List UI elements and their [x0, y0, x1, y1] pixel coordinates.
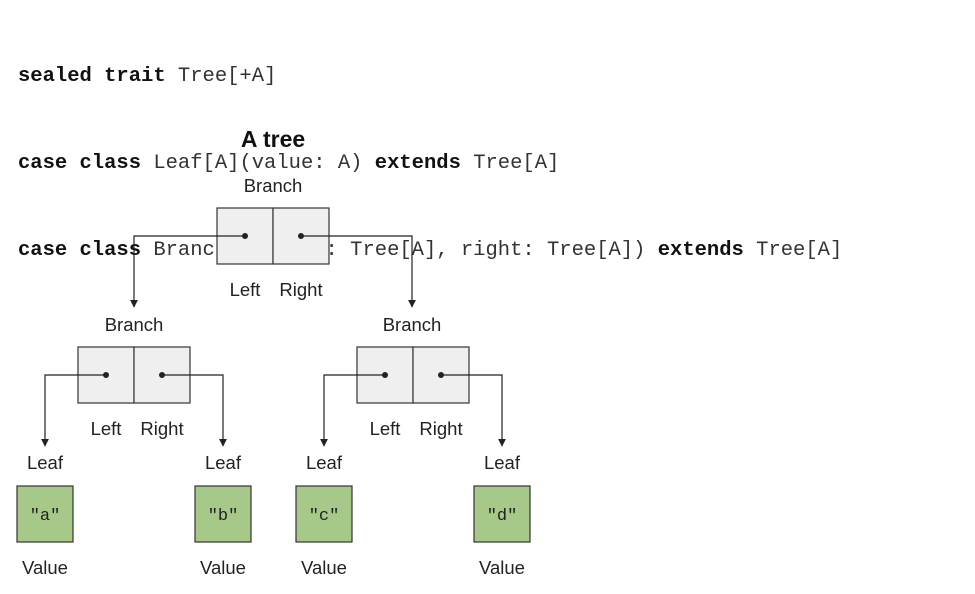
right-label: Right: [419, 418, 462, 439]
right-label: Right: [279, 279, 322, 300]
left-label: Left: [91, 418, 122, 439]
code-token: Tree[A]: [743, 239, 843, 262]
left-label: Left: [230, 279, 261, 300]
diagram-title: A tree: [241, 126, 305, 152]
root-right-arrow: [301, 235, 416, 308]
code-token: sealed trait: [18, 65, 166, 88]
right-branch-node: Branch Left Right: [356, 314, 470, 439]
left-label: Left: [370, 418, 401, 439]
value-label: Value: [479, 557, 525, 578]
branch-label: Branch: [244, 175, 303, 196]
leaf-value: "c": [309, 507, 340, 526]
leaf-label: Leaf: [27, 452, 64, 473]
branch-label: Branch: [383, 314, 442, 335]
code-line-1: sealed trait Tree[+A]: [18, 62, 842, 91]
code-line-2: case class Leaf[A](value: A) extends Tre…: [18, 149, 842, 178]
code-token: case class: [18, 152, 142, 175]
leaf-value-box: [16, 485, 74, 543]
leaf-value: "a": [30, 507, 61, 526]
code-token: extends: [374, 152, 461, 175]
left-branch-node: Branch Left Right: [77, 314, 191, 439]
branch-label: Branch: [105, 314, 164, 335]
leaf-label: Leaf: [484, 452, 521, 473]
value-label: Value: [22, 557, 68, 578]
leaf-node-d: Leaf "d" Value: [473, 452, 531, 578]
code-token: Leaf[A](value: A): [141, 152, 375, 175]
code-token: Tree[A]: [460, 152, 560, 175]
code-token: case class: [18, 239, 142, 262]
left-branch-right-arrow: [162, 374, 227, 447]
leaf-node-b: Leaf "b" Value: [194, 452, 252, 578]
root-branch-node: Branch Left Right: [216, 175, 330, 300]
code-token: Tree[+A]: [165, 65, 277, 88]
leaf-value-box: [295, 485, 353, 543]
code-block: sealed trait Tree[+A] case class Leaf[A]…: [18, 4, 842, 294]
code-line-3: case class Branch[A](left: Tree[A], righ…: [18, 236, 842, 265]
value-label: Value: [200, 557, 246, 578]
leaf-value: "d": [487, 507, 518, 526]
code-token: Branch[A](left: Tree[A], right: Tree[A]): [141, 239, 658, 262]
right-branch-right-arrow: [441, 374, 506, 447]
leaf-value: "b": [208, 507, 239, 526]
right-branch-left-arrow: [320, 374, 385, 447]
leaf-node-c: Leaf "c" Value: [295, 452, 353, 578]
leaf-node-a: Leaf "a" Value: [16, 452, 74, 578]
code-token: extends: [657, 239, 744, 262]
leaf-value-box: [194, 485, 252, 543]
leaf-label: Leaf: [205, 452, 242, 473]
right-label: Right: [140, 418, 183, 439]
left-branch-left-arrow: [41, 374, 106, 447]
leaf-value-box: [473, 485, 531, 543]
root-left-arrow: [130, 235, 245, 308]
leaf-label: Leaf: [306, 452, 343, 473]
value-label: Value: [301, 557, 347, 578]
